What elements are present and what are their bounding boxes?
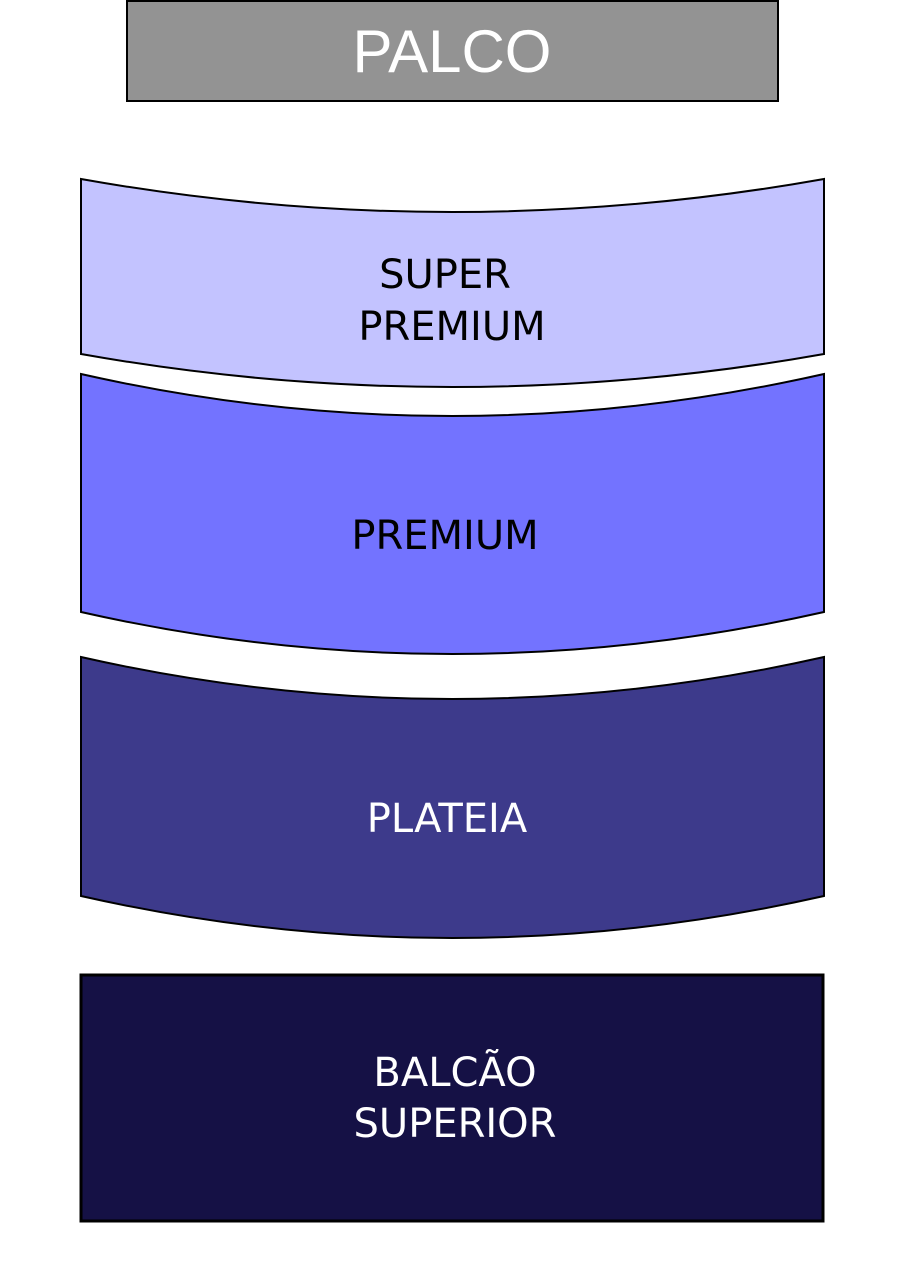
zone-super-premium-label-line2: PREMIUM (358, 304, 545, 350)
zone-super-premium-shape[interactable] (80, 177, 825, 388)
stage[interactable]: PALCO (126, 0, 779, 102)
zone-balcao-superior-label-line1: BALCÃO (373, 1048, 536, 1096)
zone-super-premium[interactable]: SUPER PREMIUM (80, 177, 825, 388)
stage-label: PALCO (353, 18, 552, 85)
zone-super-premium-label-line1: SUPER (379, 252, 511, 298)
zone-balcao-superior-shape[interactable] (79, 973, 825, 1223)
stage-rect[interactable] (126, 0, 779, 102)
zone-premium-label: PREMIUM (351, 513, 538, 559)
zone-premium[interactable]: PREMIUM (80, 372, 825, 655)
zone-plateia-label: PLATEIA (367, 796, 528, 842)
zone-plateia-shape[interactable] (80, 655, 825, 939)
zone-premium-shape[interactable] (80, 372, 825, 655)
zone-balcao-superior-label-line2: SUPERIOR (354, 1101, 557, 1147)
zone-balcao-superior[interactable]: BALCÃO SUPERIOR (79, 973, 825, 1223)
zone-plateia[interactable]: PLATEIA (80, 655, 825, 939)
